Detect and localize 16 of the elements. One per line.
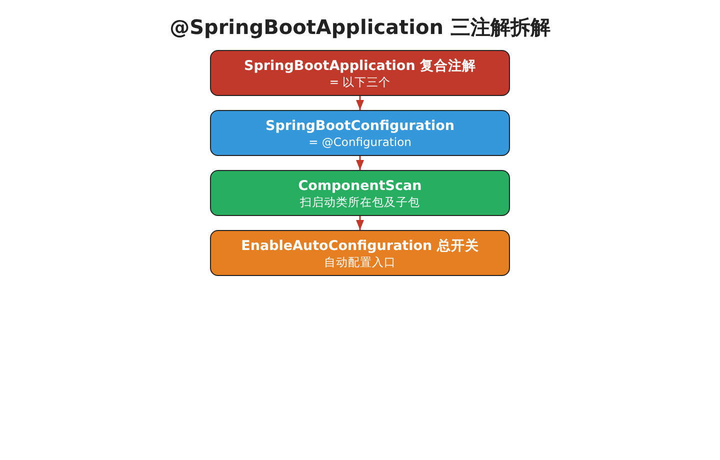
process-box <box>210 230 510 276</box>
box-heading: ComponentScan <box>297 178 423 194</box>
arrow <box>356 216 364 230</box>
box-heading: SpringBootConfiguration <box>264 118 456 134</box>
box-heading: SpringBootApplication 复合注解 <box>242 58 478 74</box>
box-subtitle: = 以下三个 <box>328 74 392 88</box>
title: @SpringBootApplication 三注解拆解 <box>168 14 552 41</box>
box-subtitle: = @Configuration <box>308 134 412 148</box>
process-box <box>210 170 510 216</box>
box-heading: EnableAutoConfiguration 总开关 <box>240 238 480 254</box>
box-subtitle: 扫启动类所在包及子包 <box>299 194 421 208</box>
box-subtitle: 自动配置入口 <box>323 254 397 268</box>
arrow <box>356 96 364 110</box>
process-box <box>210 110 510 156</box>
arrow <box>356 156 364 170</box>
process-box <box>210 50 510 96</box>
